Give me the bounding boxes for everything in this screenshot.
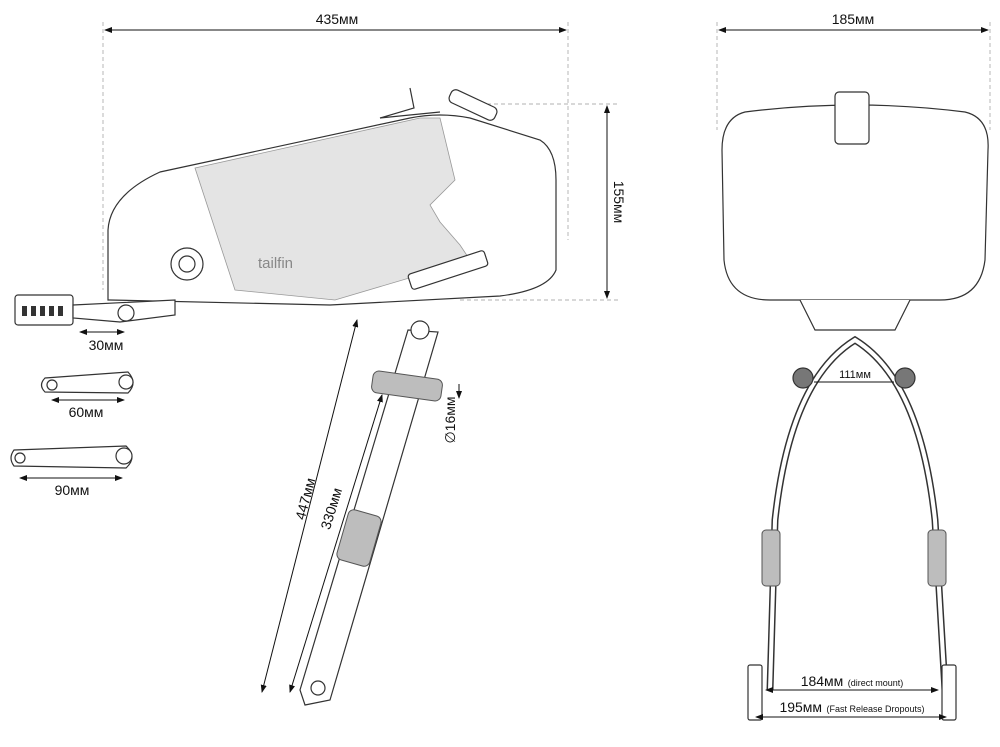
arm-60mm-label: 60мм: [69, 404, 104, 420]
strut-inner-line: [289, 394, 383, 693]
fast-release-note: (Fast Release Dropouts): [827, 704, 925, 714]
fast-release-value: 195мм: [779, 699, 822, 715]
dropout-mount: [310, 680, 326, 696]
tube-joint: [371, 370, 443, 402]
tailfin-logo: tailfin: [258, 255, 293, 272]
bag-rear: [721, 104, 989, 301]
tube-diameter-label: ∅16мм: [442, 396, 458, 443]
rear-view: 185мм 111мм 184мм (direct mount) 195мм (…: [716, 11, 991, 721]
right-grip: [927, 529, 947, 587]
left-pivot: [792, 367, 814, 389]
left-dropout: [747, 664, 763, 721]
strut-total-label: 447мм: [292, 476, 318, 521]
rear-buckle: [834, 91, 870, 145]
height-label: 155мм: [611, 181, 627, 224]
direct-mount-label: 184мм (direct mount): [801, 673, 904, 690]
fast-release-label: 195мм (Fast Release Dropouts): [779, 699, 924, 716]
direct-mount-value: 184мм: [801, 673, 844, 689]
top-hook: [379, 87, 441, 119]
valve-cap: [448, 89, 498, 121]
bag-mesh-panel: [194, 117, 471, 301]
arm-90mm: [10, 445, 133, 469]
left-grip: [761, 529, 781, 587]
direct-mount-note: (direct mount): [848, 678, 904, 688]
rear-struts: [766, 335, 949, 691]
right-pivot: [894, 367, 916, 389]
side-view: 435мм 155мм tailfin 30мм 60мм 90мм: [10, 11, 627, 706]
strut-inner-label: 330мм: [317, 486, 345, 531]
length-label: 435мм: [316, 11, 359, 27]
strut-grip: [336, 509, 382, 567]
strap-buckle: [407, 250, 489, 290]
width-label: 185мм: [832, 11, 875, 27]
pivot-spacing-label: 111мм: [839, 369, 871, 381]
arm-90mm-label: 90мм: [55, 482, 90, 498]
clamp-offset-label: 30мм: [89, 337, 124, 353]
right-dropout: [941, 664, 957, 721]
